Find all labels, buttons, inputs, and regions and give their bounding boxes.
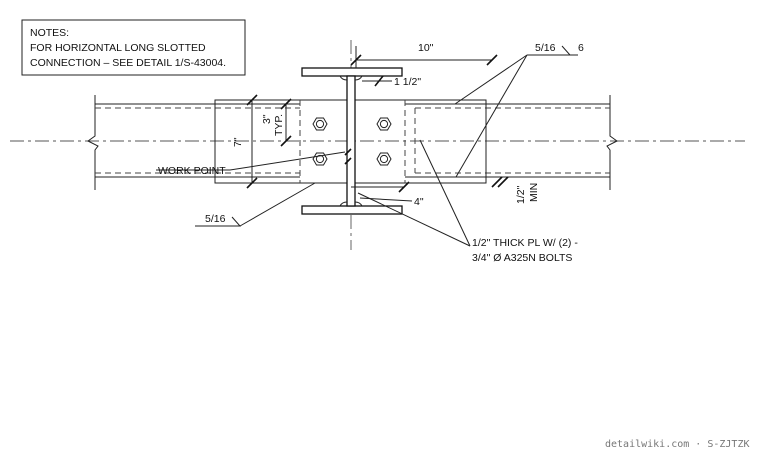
plate-depth-text: 7" <box>232 137 244 147</box>
bolt-spacing-text: 3" <box>261 114 273 124</box>
gap-min-note: MIN <box>528 183 540 202</box>
bolt <box>376 152 392 166</box>
weld-length-text: 4" <box>414 196 424 208</box>
plate-callout: 1/2" THICK PL W/ (2) - 3/4" Ø A325N BOLT… <box>357 139 578 264</box>
edge-distance-text: 1 1/2" <box>394 76 421 88</box>
notes-heading: NOTES: <box>30 27 69 39</box>
notes-line-1: FOR HORIZONTAL LONG SLOTTED <box>30 42 206 54</box>
left-beam <box>87 95 300 190</box>
right-beam <box>405 95 618 190</box>
watermark: detailwiki.com · S-ZJTZK <box>605 439 750 450</box>
bolt <box>376 117 392 131</box>
notes-box: NOTES: FOR HORIZONTAL LONG SLOTTED CONNE… <box>21 19 246 76</box>
plate-callout-line-2: 3/4" Ø A325N BOLTS <box>472 252 572 264</box>
right-shear-plate <box>350 99 487 184</box>
bolt-group-right <box>376 117 392 166</box>
dimension-gap-min: 1/2" MIN <box>491 176 540 204</box>
dimension-bolt-spacing: 3" TYP. <box>261 98 292 147</box>
work-point-label: WORK POINT <box>158 165 226 177</box>
column-section <box>301 67 403 215</box>
work-point-marks: WORK POINT <box>156 148 352 177</box>
bolt-spacing-note: TYP. <box>273 114 285 136</box>
dimension-plate-length: 10" <box>350 42 498 68</box>
bottom-weld-size: 5/16 <box>205 213 226 225</box>
weld-symbol-top: 5/16 6 <box>454 42 584 178</box>
bolt <box>312 152 328 166</box>
dimension-plate-depth: 7" <box>232 94 258 189</box>
bolt-group-left <box>312 117 328 166</box>
gap-min-text: 1/2" <box>515 185 527 204</box>
plate-callout-line-1: 1/2" THICK PL W/ (2) - <box>472 237 578 249</box>
top-weld-length: 6 <box>578 42 584 54</box>
top-weld-size: 5/16 <box>535 42 556 54</box>
weld-symbol-bottom: 5/16 <box>195 182 316 227</box>
dimension-edge-distance: 1 1/2" <box>362 75 421 88</box>
notes-line-2: CONNECTION – SEE DETAIL 1/S-43004. <box>30 57 226 69</box>
plate-length-text: 10" <box>418 42 434 54</box>
bolt <box>312 117 328 131</box>
